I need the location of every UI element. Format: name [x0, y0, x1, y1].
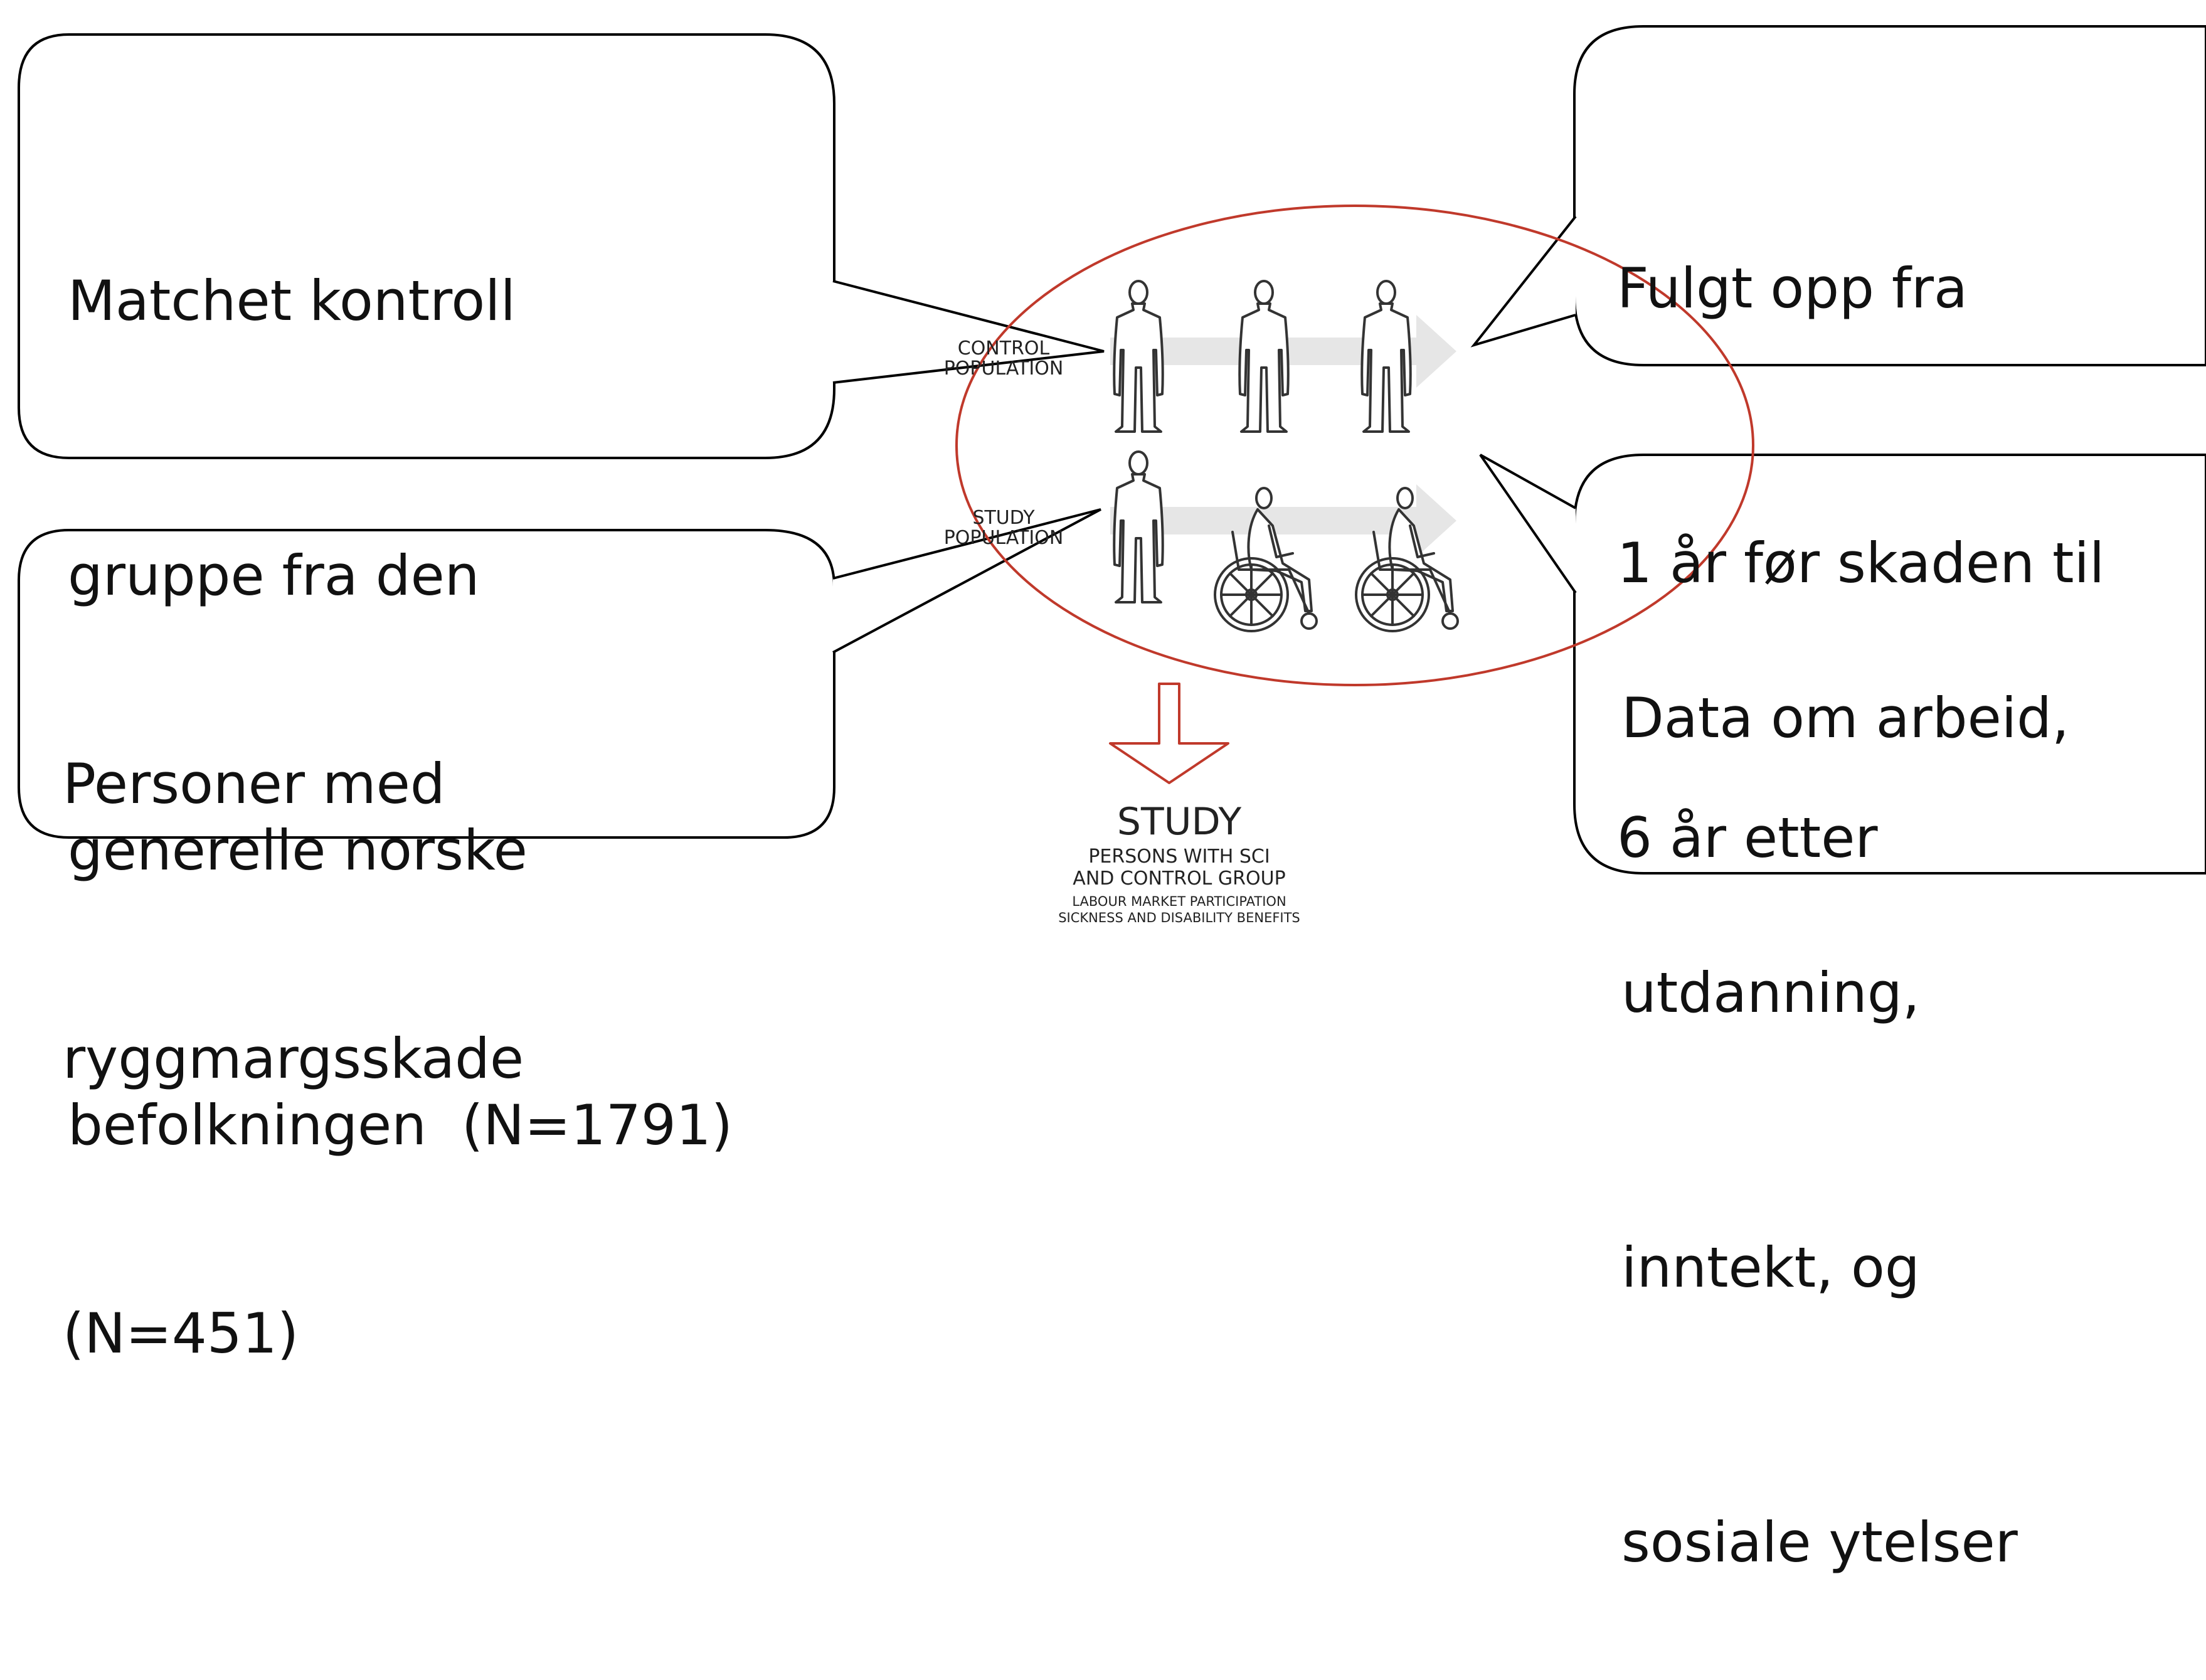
study-callout: [18, 508, 1101, 839]
output-detail-line2: SICKNESS AND DISABILITY BENEFITS: [1058, 910, 1300, 925]
study-callout-pointer: [832, 508, 1101, 654]
control-person-1: [1113, 280, 1164, 433]
data-callout-line: inntekt, og: [1621, 1235, 1920, 1300]
study-timeline-arrow: [1110, 484, 1456, 557]
data-callout-line: sosiale ytelser: [1621, 1510, 2018, 1575]
study-callout-line: (N=451): [63, 1301, 299, 1366]
diagram-canvas: CONTROL POPULATION STUDY POPULATION STUD…: [18, 25, 2206, 925]
output-detail-line1: LABOUR MARKET PARTICIPATION: [1072, 894, 1286, 909]
followup-callout-text: Fulgt opp fra 1 år før skaden til 6 år e…: [1617, 60, 2104, 976]
followup-callout-line: 6 år etter: [1617, 805, 1878, 870]
control-label-line2: POPULATION: [944, 358, 1064, 380]
followup-callout-line: 1 år før skaden til: [1617, 531, 2105, 595]
study-person-standing: [1113, 450, 1164, 603]
control-callout: [18, 33, 1105, 459]
followup-callout-line: Fulgt opp fra: [1617, 256, 1968, 321]
control-callout-line: generelle norske: [68, 818, 528, 883]
control-callout-line: Matchet kontroll: [68, 268, 516, 333]
study-label-line1: STUDY: [972, 507, 1035, 529]
control-callout-pointer: [832, 280, 1105, 384]
followup-callout-pointer: [1470, 215, 1577, 348]
study-label-line2: POPULATION: [944, 527, 1064, 549]
followup-callout: [1470, 25, 2206, 366]
data-callout-pointer: [1479, 454, 1577, 594]
study-callout-line: Personer med: [63, 752, 445, 816]
control-callout-line: gruppe fra den: [68, 543, 480, 608]
data-callout-line: utdanning,: [1621, 960, 1920, 1025]
data-callout-text: Data om arbeid, utdanning, inntekt, og s…: [1621, 489, 2069, 1680]
study-ellipse: [955, 205, 1754, 686]
output-title: STUDY: [1117, 800, 1242, 844]
control-callout-bubble: [18, 33, 835, 459]
control-person-2: [1238, 280, 1290, 433]
control-person-3: [1360, 280, 1412, 433]
control-label-line1: CONTROL: [958, 338, 1050, 359]
study-callout-bubble: [18, 529, 835, 839]
output-subtitle-line2: AND CONTROL GROUP: [1073, 868, 1285, 890]
data-callout-bubble: [1573, 454, 2206, 875]
study-callout-text: Personer med ryggmargsskade (N=451): [63, 555, 524, 1471]
data-callout: [1479, 454, 2206, 875]
output-subtitle-line1: PERSONS WITH SCI: [1088, 846, 1270, 868]
data-callout-line: Data om arbeid,: [1621, 686, 2070, 750]
study-callout-line: ryggmargsskade: [63, 1026, 524, 1091]
output-arrow: [1109, 683, 1229, 784]
